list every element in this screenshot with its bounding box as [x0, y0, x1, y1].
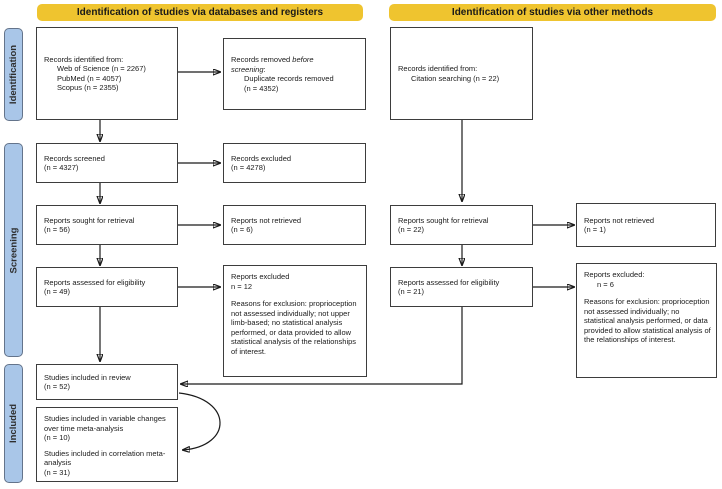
not-retrieved-other-label: Reports not retrieved — [584, 215, 655, 225]
box-studies-included-meta-analyses: Studies included in variable changes ove… — [36, 407, 178, 482]
source-pubmed: PubMed (n = 4057) — [57, 73, 122, 83]
excluded-other-reasons: Reasons for exclusion: proprioception no… — [584, 297, 711, 344]
included-variable-meta-label: Studies included in variable changes ove… — [44, 414, 166, 433]
header-other-label: Identification of studies via other meth… — [451, 7, 654, 18]
included-correlation-meta-label: Studies included in correlation meta-ana… — [44, 448, 166, 468]
assessed-other-label: Reports assessed for eligibility — [398, 277, 500, 287]
box-records-identified-other: Records identified from: Citation search… — [390, 27, 533, 120]
phase-included-label: Included — [8, 403, 19, 444]
included-variable-meta-count: (n = 10) — [44, 433, 71, 442]
records-removed-emph: before screening — [231, 55, 314, 74]
box-reports-excluded-databases: Reports excluded n = 12 Reasons for excl… — [223, 265, 367, 377]
box-reports-excluded-other: Reports excluded: n = 6 Reasons for excl… — [576, 263, 717, 378]
box-records-screened: Records screened (n = 4327) — [36, 143, 178, 183]
excluded-db-label: Reports excluded — [231, 272, 290, 281]
phase-included: Included — [4, 364, 23, 483]
records-removed-lead: Records removed — [231, 55, 293, 64]
phase-identification: Identification — [4, 28, 23, 121]
excluded-other-count: n = 6 — [597, 279, 614, 289]
source-scopus: Scopus (n = 2355) — [57, 83, 119, 92]
box-reports-assessed-other: Reports assessed for eligibility (n = 21… — [390, 267, 533, 307]
records-removed-tail: : — [263, 64, 266, 74]
included-correlation-meta-count: (n = 31) — [44, 467, 71, 477]
assessed-db-label: Reports assessed for eligibility — [44, 277, 146, 287]
box-reports-sought-other: Reports sought for retrieval (n = 22) — [390, 205, 533, 245]
box-records-removed: Records removed before screening: Duplic… — [223, 38, 366, 110]
spacer — [584, 289, 712, 297]
box-reports-not-retrieved-other: Reports not retrieved (n = 1) — [576, 203, 716, 247]
records-removed-title: Records removed before screening: — [231, 55, 331, 74]
phase-screening-label: Screening — [8, 227, 19, 273]
source-web-of-science: Web of Science (n = 2267) — [57, 64, 146, 73]
records-excluded-label: Records excluded — [231, 153, 292, 163]
spacer — [231, 291, 362, 299]
assessed-other-count: (n = 21) — [398, 287, 425, 296]
header-databases-label: Identification of studies via databases … — [76, 7, 324, 18]
duplicates-removed-count: (n = 4352) — [244, 83, 279, 93]
box-studies-included-review: Studies included in review (n = 52) — [36, 364, 178, 400]
excluded-db-reasons: Reasons for exclusion: proprioception no… — [231, 299, 357, 356]
reports-sought-other-count: (n = 22) — [398, 225, 425, 234]
box-reports-assessed-databases: Reports assessed for eligibility (n = 49… — [36, 267, 178, 307]
cit-identified-title: Records identified from: — [398, 64, 478, 73]
included-review-label: Studies included in review — [44, 372, 131, 382]
records-screened-label: Records screened — [44, 153, 105, 163]
records-identified-title: Records identified from: — [44, 54, 124, 64]
reports-sought-db-label: Reports sought for retrieval — [44, 215, 135, 225]
phase-identification-label: Identification — [8, 44, 19, 105]
header-other-methods: Identification of studies via other meth… — [389, 4, 716, 21]
box-records-excluded: Records excluded (n = 4278) — [223, 143, 366, 183]
records-screened-count: (n = 4327) — [44, 163, 79, 172]
excluded-other-label: Reports excluded: — [584, 270, 645, 279]
not-retrieved-db-label: Reports not retrieved — [231, 215, 302, 225]
header-databases-registers: Identification of studies via databases … — [37, 4, 363, 21]
arrow-review-to-meta-analyses — [178, 392, 221, 450]
phase-screening: Screening — [4, 143, 23, 357]
duplicates-removed-label: Duplicate records removed — [244, 74, 334, 83]
source-citation-searching: Citation searching (n = 22) — [411, 73, 500, 83]
assessed-db-count: (n = 49) — [44, 287, 71, 296]
not-retrieved-db-count: (n = 6) — [231, 225, 253, 234]
excluded-db-count: n = 12 — [231, 281, 253, 291]
records-excluded-count: (n = 4278) — [231, 163, 266, 172]
box-reports-sought-databases: Reports sought for retrieval (n = 56) — [36, 205, 178, 245]
box-records-identified-databases: Records identified from: Web of Science … — [36, 27, 178, 120]
reports-sought-db-count: (n = 56) — [44, 225, 71, 234]
included-review-count: (n = 52) — [44, 382, 71, 391]
not-retrieved-other-count: (n = 1) — [584, 225, 606, 234]
box-reports-not-retrieved-databases: Reports not retrieved (n = 6) — [223, 205, 366, 245]
reports-sought-other-label: Reports sought for retrieval — [398, 215, 489, 225]
